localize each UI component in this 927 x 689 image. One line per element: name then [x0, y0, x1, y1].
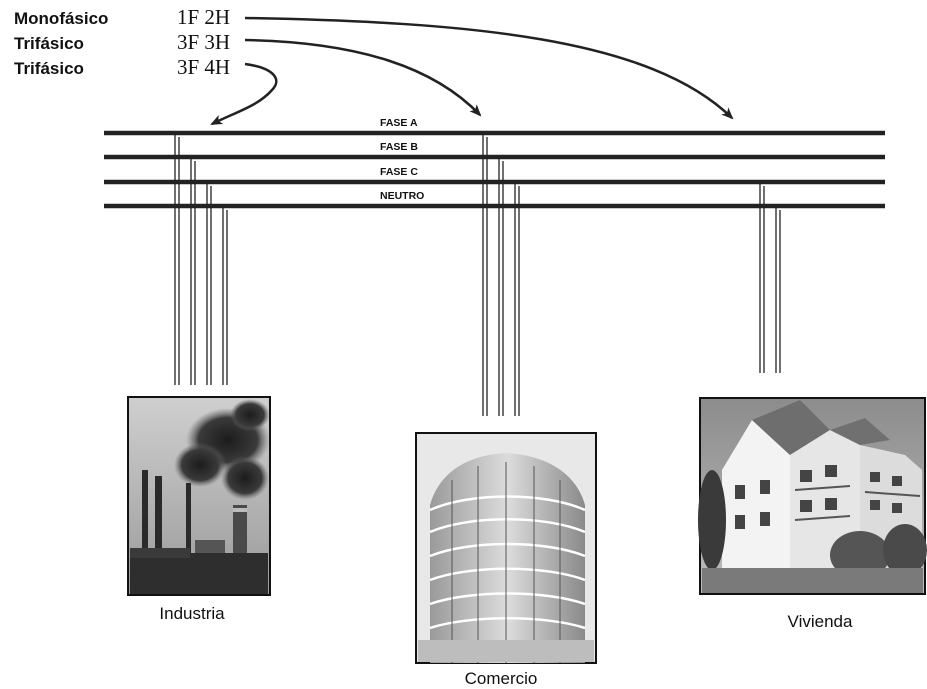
bus-label-fase-a: FASE A — [380, 117, 418, 129]
vivienda-label: Vivienda — [788, 612, 853, 631]
arrow-3f3h-to-comercio — [244, 38, 482, 117]
connection-arrows — [210, 16, 734, 126]
legend: Monofásico Trifásico Trifásico 1F 2H 3F … — [14, 5, 230, 79]
legend-code-3: 3F 4H — [177, 55, 230, 79]
vivienda-photo — [698, 397, 927, 595]
arrow-3f4h-to-industria — [210, 62, 278, 126]
comercio-photo — [415, 432, 597, 664]
bus-label-neutro: NEUTRO — [380, 190, 424, 202]
legend-type-1: Monofásico — [14, 9, 108, 28]
bus-labels: FASE A FASE B FASE C NEUTRO — [380, 117, 424, 202]
industria-photo — [127, 396, 271, 596]
bus-label-fase-b: FASE B — [380, 141, 418, 153]
legend-code-1: 1F 2H — [177, 5, 230, 29]
comercio-label: Comercio — [465, 669, 538, 688]
bus-label-fase-c: FASE C — [380, 166, 418, 178]
industria-label: Industria — [159, 604, 225, 623]
bus-bars — [104, 130, 885, 209]
legend-type-3: Trifásico — [14, 59, 84, 78]
legend-code-2: 3F 3H — [177, 30, 230, 54]
arrow-1f2h-to-vivienda — [244, 16, 734, 120]
drop-wires — [174, 133, 781, 416]
legend-type-2: Trifásico — [14, 34, 84, 53]
